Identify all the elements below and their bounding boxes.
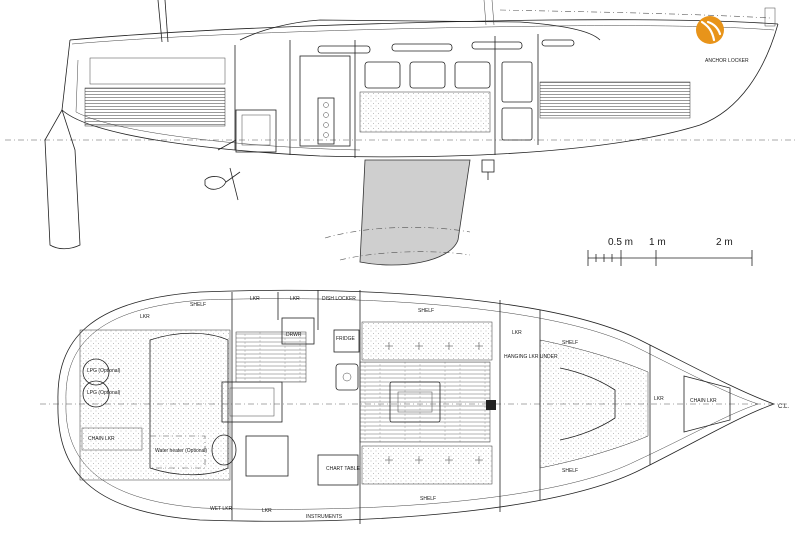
anchor-locker-label: ANCHOR LOCKER [705, 58, 749, 64]
scale-bar: 0.5 m 1 m 2 m [587, 237, 753, 266]
portlight [541, 39, 575, 47]
wet-locker-label: WET LKR [210, 506, 233, 512]
fwd-vberth [539, 339, 649, 469]
chain-locker-aft-label: CHAIN LKR [88, 436, 115, 442]
scale-label-half-m: 0.5 m [608, 237, 633, 248]
drawers-label: DRWR [286, 332, 302, 338]
galley-sink [335, 363, 359, 391]
coachroof [239, 19, 601, 41]
port-settee [361, 321, 493, 361]
portlight [471, 41, 523, 50]
lpg-label-1: LPG (Optional) [87, 368, 121, 374]
portlight [391, 43, 453, 52]
shower-grating [245, 435, 289, 477]
water-heater-label: Water heater (Optional) [155, 448, 207, 454]
keel [359, 159, 471, 266]
lkr-label: LKR [290, 296, 300, 302]
scale-label-2m: 2 m [716, 237, 733, 248]
fridge [333, 329, 360, 353]
stbd-settee [361, 445, 493, 485]
scale-label-1m: 1 m [649, 237, 666, 248]
aft-berth [84, 87, 226, 127]
lpg-label-2: LPG (Optional) [87, 390, 121, 396]
chain-locker-fwd [683, 375, 731, 433]
plan-view: LPG (Optional) LPG (Optional) CHAIN LKR … [40, 289, 790, 524]
rudder [44, 109, 81, 250]
lkr-label: LKR [654, 396, 664, 402]
portlight [317, 45, 371, 54]
water-heater [149, 435, 206, 469]
mast-step [486, 400, 496, 410]
chain-locker-fwd-label: CHAIN LKR [690, 398, 717, 404]
shelf-label: SHELF [420, 496, 436, 502]
lkr-label: LKR [512, 330, 522, 336]
fridge-label: FRIDGE [336, 336, 356, 342]
broker-logo [696, 16, 724, 44]
chart-table-label: CHART TABLE [326, 466, 360, 472]
engine [217, 109, 277, 153]
toilet [211, 434, 237, 466]
hanging-locker-label: HANGING LKR UNDER [504, 354, 558, 360]
hull-profile [61, 23, 779, 158]
galley-drawers [281, 317, 315, 345]
centerline-label: C.L. [778, 404, 789, 410]
lkr-label: LKR [140, 314, 150, 320]
saloon-table [389, 381, 441, 423]
propeller [204, 176, 227, 190]
lkr-label: LKR [262, 508, 272, 514]
dish-locker-label: DISH LOCKER [322, 296, 356, 302]
vberth [539, 81, 691, 119]
shelf-label: SHELF [562, 340, 578, 346]
shelf-label: SHELF [418, 308, 434, 314]
engine [221, 381, 283, 423]
profile-view: ANCHOR LOCKER [5, 0, 795, 266]
lpg-bottle [82, 358, 110, 386]
shelf-label: SHELF [190, 302, 206, 308]
saloon-sole [359, 361, 491, 443]
shelf-label: SHELF [562, 468, 578, 474]
instruments-label: INSTRUMENTS [306, 514, 343, 520]
lkr-label: LKR [250, 296, 260, 302]
lpg-bottle [82, 380, 110, 408]
saloon-settee [359, 91, 491, 133]
chart-table [317, 454, 359, 486]
